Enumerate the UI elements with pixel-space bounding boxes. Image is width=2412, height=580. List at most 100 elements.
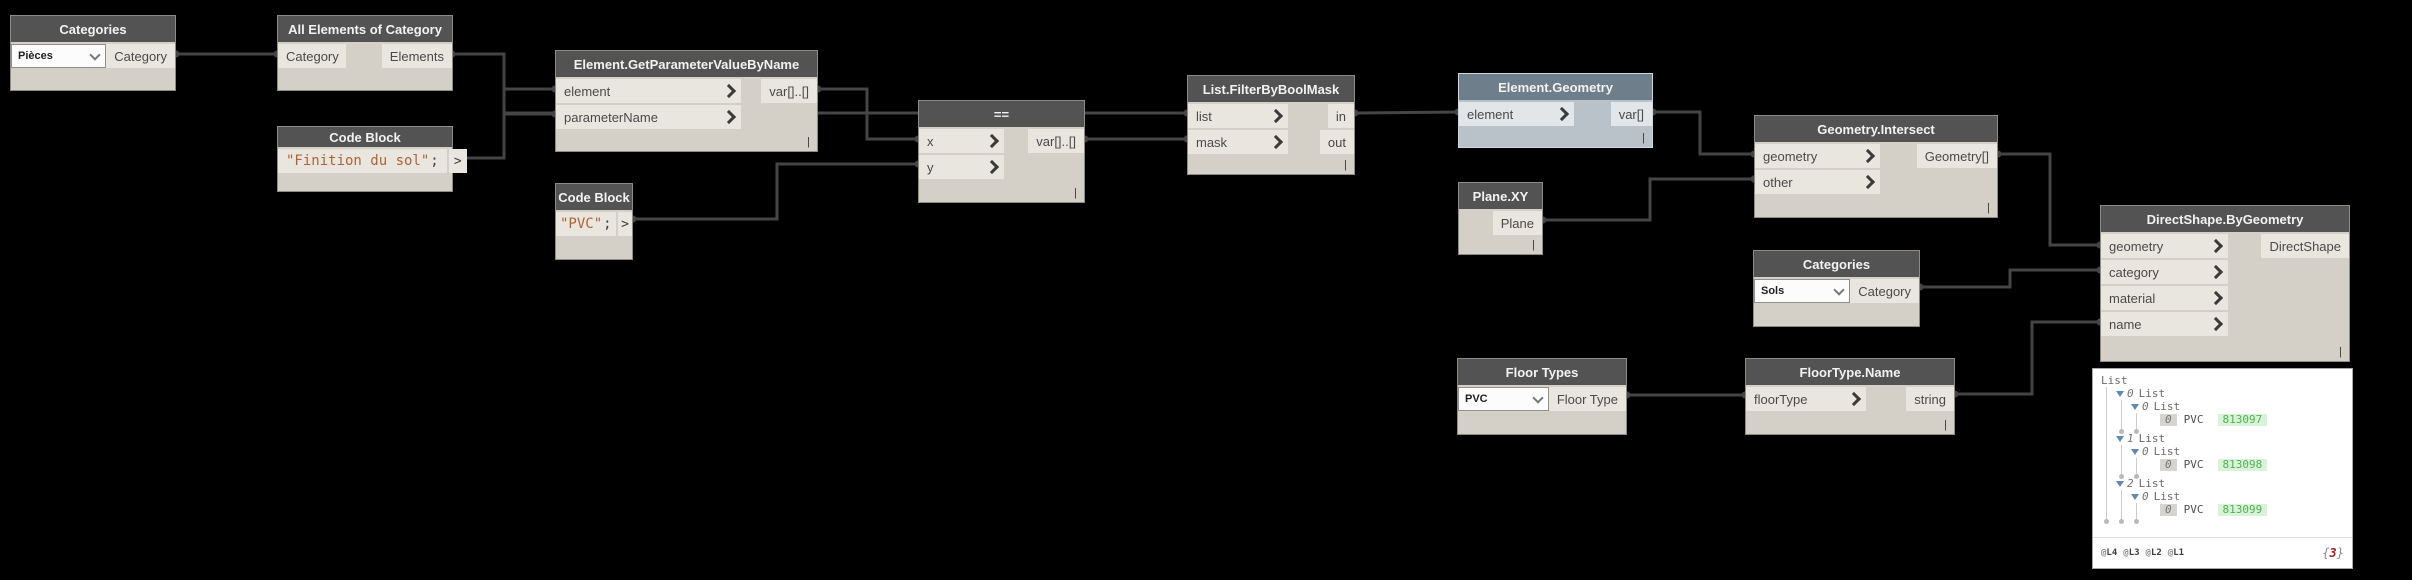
node-direct-shape-by-geometry[interactable]: DirectShape.ByGeometry geometry DirectSh… [2100,205,2350,362]
node-list-filter-by-bool-mask[interactable]: List.FilterByBoolMask list in mask out [1187,75,1355,175]
node-plane-xy[interactable]: Plane.XY Plane | [1458,182,1543,255]
input-port-category[interactable]: Category [278,44,346,68]
output-port-out[interactable]: out [1319,130,1354,154]
node-header[interactable]: All Elements of Category [278,16,452,42]
node-equals[interactable]: == x var[]..[] y | [918,100,1085,203]
input-port-geometry[interactable]: geometry [1755,144,1880,168]
level-tab-l4[interactable]: @L4 [2101,548,2118,558]
lacing-indicator: | [1344,159,1347,171]
code-block-text[interactable]: "PVC"; [556,212,616,236]
output-port-code[interactable]: > [448,149,467,173]
input-port-list[interactable]: list [1188,104,1288,128]
input-port-parametername[interactable]: parameterName [556,105,741,129]
tree-level-2: 0 List 0 PVC 813097 [2119,400,2346,434]
wire-geometry-to-intersect [1653,110,1754,156]
default-value-arrow-icon [1846,391,1862,407]
output-port-string[interactable]: string [1906,387,1954,411]
node-header[interactable]: Code Block [278,127,452,147]
output-port-plane[interactable]: Plane [1492,211,1542,235]
output-port-var[interactable]: var[] [1610,102,1652,126]
output-port-code[interactable]: > [618,212,632,236]
input-port-floortype[interactable]: floorType [1746,387,1866,411]
level-tab-l2[interactable]: @L2 [2145,548,2162,558]
code-block-text[interactable]: "Finition du sol"; [278,149,447,173]
default-value-arrow-icon [721,83,737,99]
wire-pvc-to-y [633,162,918,221]
input-port-x[interactable]: x [919,129,1004,153]
node-header[interactable]: Code Block [556,184,632,210]
node-header[interactable]: Categories [1754,251,1919,277]
input-port-mask[interactable]: mask [1188,130,1288,154]
node-header[interactable]: Plane.XY [1459,183,1542,209]
element-id-badge: 813098 [2217,458,2268,471]
output-port-in[interactable]: in [1327,104,1354,128]
node-get-parameter-value-by-name[interactable]: Element.GetParameterValueByName element … [555,50,818,152]
element-id-badge: 813097 [2217,413,2268,426]
output-port-elements[interactable]: Elements [381,44,452,68]
category-dropdown[interactable]: Pièces [11,44,107,68]
output-port-category[interactable]: Category [106,44,175,68]
level-tab-l3[interactable]: @L3 [2123,548,2140,558]
node-header[interactable]: FloorType.Name [1746,359,1954,385]
output-port-geometry-list[interactable]: Geometry[] [1916,144,1997,168]
collapse-triangle-icon[interactable] [2131,448,2139,455]
default-value-arrow-icon [984,159,1000,175]
floor-type-dropdown[interactable]: PVC [1458,387,1549,411]
input-port-geometry[interactable]: geometry [2101,234,2228,258]
output-port-floor-type[interactable]: Floor Type [1548,387,1626,411]
collapse-triangle-icon[interactable] [2116,480,2124,487]
node-header[interactable]: List.FilterByBoolMask [1188,76,1354,102]
node-floor-types[interactable]: Floor Types PVC Floor Type [1457,358,1627,435]
wire-in-to-elementgeometry [1354,110,1459,115]
node-header[interactable]: Floor Types [1458,359,1626,385]
node-header[interactable]: Categories [11,16,175,42]
output-port-var[interactable]: var[]..[] [1028,129,1084,153]
input-port-other[interactable]: other [1755,170,1880,194]
output-port-directshape[interactable]: DirectShape [2261,234,2349,258]
input-port-y[interactable]: y [919,155,1004,179]
input-port-category[interactable]: category [2101,260,2228,284]
collapse-triangle-icon[interactable] [2116,435,2124,442]
default-value-arrow-icon [2208,238,2224,254]
lacing-indicator: | [807,136,810,148]
input-port-material[interactable]: material [2101,286,2228,310]
category-dropdown[interactable]: Sols [1754,279,1851,303]
node-all-elements-of-category[interactable]: All Elements of Category Category Elemen… [277,15,453,91]
node-header[interactable]: Geometry.Intersect [1755,116,1997,142]
collapse-triangle-icon[interactable] [2131,403,2139,410]
wire-intersect-to-geometry [1998,152,2100,247]
lacing-indicator: | [1987,202,1990,214]
preview-list-tree: List 0 List 0 List 0 [2093,369,2352,537]
wire-plane-to-other [1543,177,1754,222]
node-header[interactable]: DirectShape.ByGeometry [2101,206,2349,232]
default-value-arrow-icon [2208,290,2224,306]
node-code-block-finition[interactable]: Code Block "Finition du sol"; > [277,126,467,192]
input-port-element[interactable]: element [556,79,741,103]
input-port-name[interactable]: name [2101,312,2228,336]
chevron-down-icon [1833,283,1845,296]
dropdown-value: Sols [1761,285,1785,297]
default-value-arrow-icon [984,133,1000,149]
output-port-category[interactable]: Category [1850,279,1919,303]
node-element-geometry[interactable]: Element.Geometry element var[] | [1458,73,1653,148]
node-header[interactable]: Element.GetParameterValueByName [556,51,817,77]
wire-connector-dots [172,50,2104,399]
node-geometry-intersect[interactable]: Geometry.Intersect geometry Geometry[] o… [1754,115,1998,218]
collapse-triangle-icon[interactable] [2131,493,2139,500]
collapse-triangle-icon[interactable] [2116,390,2124,397]
chevron-down-icon [89,48,101,61]
node-header[interactable]: Element.Geometry [1459,74,1652,100]
tree-list-row: 0 List [2131,490,2346,503]
node-header[interactable]: == [919,101,1084,127]
level-tab-l1[interactable]: @L1 [2167,548,2185,558]
node-code-block-pvc[interactable]: Code Block "PVC"; > [555,183,633,260]
dropdown-value: PVC [1465,393,1488,405]
node-categories-sols[interactable]: Categories Sols Category [1753,250,1920,327]
input-port-element[interactable]: element [1459,102,1574,126]
tree-level-1: 0 List 0 List 0 PVC 813097 [2104,387,2346,524]
node-categories-pieces[interactable]: Categories Pièces Category [10,15,176,91]
output-port-var[interactable]: var[]..[] [761,79,817,103]
node-floor-type-name[interactable]: FloorType.Name floorType string | [1745,358,1955,435]
lacing-indicator: | [1074,187,1077,199]
